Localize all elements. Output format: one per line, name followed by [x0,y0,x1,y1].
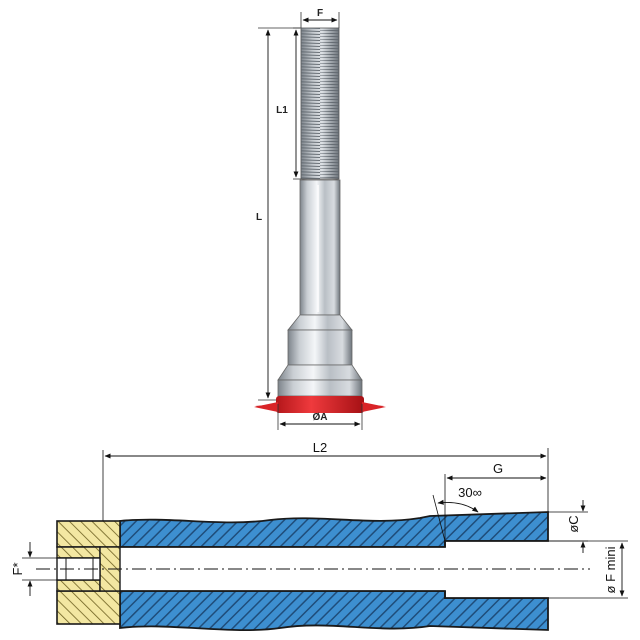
plug [56,520,121,625]
label-l2: L2 [313,440,327,455]
label-angle: 30∞ [458,485,482,500]
dimension-a: ØA [277,404,363,430]
dimension-f-mini: ø F mini [548,540,628,599]
label-f-mini: ø F mini [603,546,618,593]
dimension-f-star: F* [10,542,57,596]
label-l: L [256,212,262,223]
product-view: F L1 L ØA [254,8,386,430]
label-f-star: F* [10,563,25,576]
red-seal [254,396,386,413]
dimension-l1: L1 [276,27,301,180]
threaded-rod [300,27,340,182]
label-l1: L1 [276,105,288,116]
shoulder [277,314,363,397]
section-wall-top [119,511,549,548]
section-view: L2 G 30∞ øC ø F mini [10,440,628,632]
label-c: øC [566,515,581,532]
dimension-angle: 30∞ [432,485,482,542]
label-f-top: F [317,8,323,19]
label-a: ØA [313,412,328,423]
dimension-l2: L2 [102,440,549,521]
dimension-f-top: F [300,8,340,28]
label-g: G [493,461,503,476]
section-wall-bottom [119,590,549,632]
dimension-l: L [256,27,300,401]
dimension-c: øC [548,500,588,553]
shaft [299,179,341,316]
